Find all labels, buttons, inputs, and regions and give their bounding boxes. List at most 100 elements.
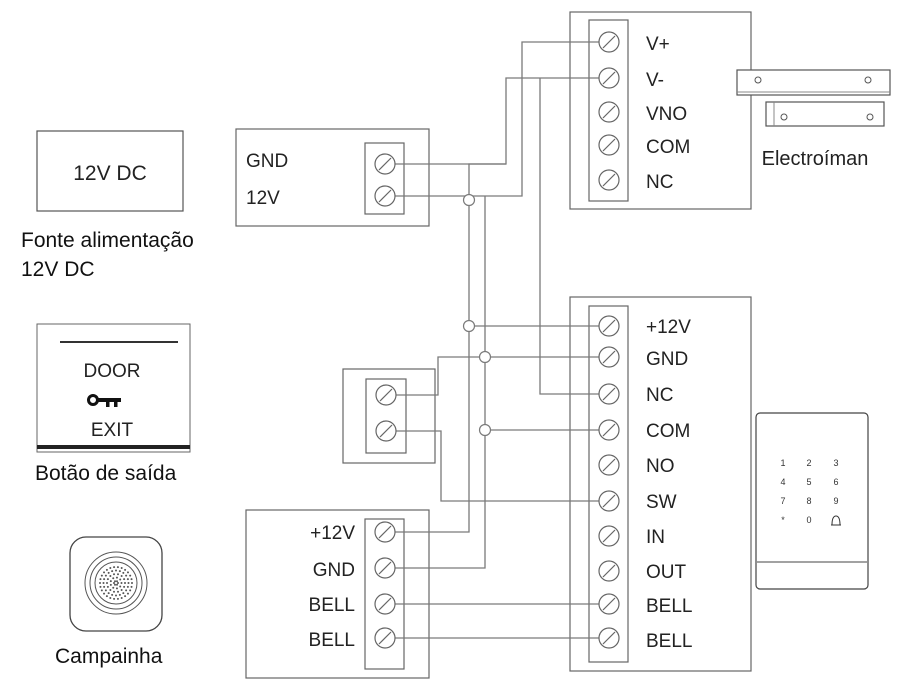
controller-screw-2 xyxy=(598,346,620,368)
power-supply-caption-1: Fonte alimentação xyxy=(21,229,194,252)
exit-button-device: DOOR EXIT xyxy=(36,323,191,453)
bell-terminal-screw-3 xyxy=(374,593,396,615)
grille-dot xyxy=(117,590,120,593)
keypad-key-2: 2 xyxy=(806,458,811,468)
bell-label-12v: +12V xyxy=(310,523,355,544)
supply-12v-label: 12V xyxy=(246,188,280,209)
grille-dot xyxy=(103,585,106,588)
grille-dot xyxy=(104,574,107,577)
supply-gnd-label: GND xyxy=(246,151,288,172)
ctrl-label-12v: +12V xyxy=(646,317,691,338)
grille-dot xyxy=(99,582,101,584)
lock-label-com: COM xyxy=(646,137,690,158)
grille-dot xyxy=(118,570,121,573)
grille-dot xyxy=(106,578,109,581)
controller-screw-4 xyxy=(598,419,620,441)
bell-terminal-screw-2 xyxy=(374,557,396,579)
grille-dot xyxy=(116,580,118,583)
ctrl-label-sw: SW xyxy=(646,492,677,513)
grille-dot xyxy=(120,596,123,599)
keypad-key-1: 1 xyxy=(780,458,785,468)
grille-dot xyxy=(99,578,102,581)
grille-dot xyxy=(123,578,126,581)
grille-dot xyxy=(116,566,119,569)
keypad-key-*: * xyxy=(781,515,785,525)
power-supply-box xyxy=(36,130,184,212)
ctrl-label-in: IN xyxy=(646,527,665,548)
keypad-key-0: 0 xyxy=(806,515,811,525)
terminal-screws xyxy=(374,31,620,649)
grille-dot xyxy=(113,597,116,600)
grille-dot xyxy=(119,578,122,581)
grille-dot xyxy=(107,592,110,595)
lock-label-vno: VNO xyxy=(646,104,687,125)
controller-screw-5 xyxy=(598,454,620,476)
grille-dot xyxy=(105,595,108,598)
keypad-key-3: 3 xyxy=(833,458,838,468)
grille-dot xyxy=(112,573,115,576)
door-text: DOOR xyxy=(84,361,141,382)
grille-dot xyxy=(127,582,130,584)
ctrl-label-bell-2: BELL xyxy=(646,631,692,652)
grille-dot xyxy=(112,590,115,593)
grille-dot xyxy=(115,587,118,590)
speaker-grille-icon xyxy=(99,566,133,600)
exit-button-frame xyxy=(36,323,191,453)
grille-dot xyxy=(109,596,112,599)
lock-screw-4 xyxy=(598,134,620,156)
grille-dot xyxy=(116,597,119,600)
grille-dot xyxy=(109,583,112,586)
controller-screw-7 xyxy=(598,525,620,547)
grille-dot xyxy=(105,568,108,571)
keypad-key-8: 8 xyxy=(806,496,811,506)
grille-dot xyxy=(117,573,120,576)
grille-dot xyxy=(116,583,118,586)
grille-dot xyxy=(126,592,129,595)
key-icon xyxy=(87,394,121,407)
magnetic-lock-icon xyxy=(736,69,891,127)
supply-screw-1 xyxy=(374,153,396,175)
grille-dot xyxy=(112,577,115,580)
grille-dot xyxy=(119,585,122,588)
controller-screw-1 xyxy=(598,315,620,337)
grille-dot xyxy=(118,593,121,596)
grille-dot xyxy=(120,589,123,592)
grille-dot xyxy=(126,571,129,574)
grille-dot xyxy=(124,582,126,584)
grille-dot xyxy=(106,582,108,584)
controller-screw-9 xyxy=(598,593,620,615)
grille-dot xyxy=(129,574,132,577)
grille-dot xyxy=(114,583,116,586)
grille-dot xyxy=(125,589,128,592)
ctrl-label-com: COM xyxy=(646,421,690,442)
wire-junctions xyxy=(462,193,492,437)
controller-screw-6 xyxy=(598,490,620,512)
grille-dot xyxy=(109,589,112,592)
grille-dot xyxy=(106,585,109,588)
bell-terminal-screw-4 xyxy=(374,627,396,649)
lock-screw-1 xyxy=(598,31,620,53)
lock-label-vminus: V- xyxy=(646,70,664,91)
grille-dot xyxy=(107,571,110,574)
grille-dot xyxy=(112,586,115,589)
bell-label-gnd: GND xyxy=(313,560,355,581)
grille-dot xyxy=(99,585,102,588)
controller-screw-8 xyxy=(598,560,620,582)
lock-label-nc: NC xyxy=(646,172,673,193)
exit-terminal-screw-2 xyxy=(375,420,397,442)
ctrl-label-gnd: GND xyxy=(646,349,688,370)
controller-screw-3 xyxy=(598,383,620,405)
grille-dot xyxy=(115,576,118,579)
controller-screw-10 xyxy=(598,627,620,649)
grille-dot xyxy=(122,592,125,595)
lock-label-vplus: V+ xyxy=(646,34,670,55)
grille-dot xyxy=(115,569,117,572)
ctrl-label-no: NO xyxy=(646,456,675,477)
keypad-key-9: 9 xyxy=(833,496,838,506)
grille-dot xyxy=(115,594,117,597)
doorbell-device xyxy=(69,536,163,632)
grille-dot xyxy=(109,574,112,577)
grille-dot xyxy=(124,595,127,598)
